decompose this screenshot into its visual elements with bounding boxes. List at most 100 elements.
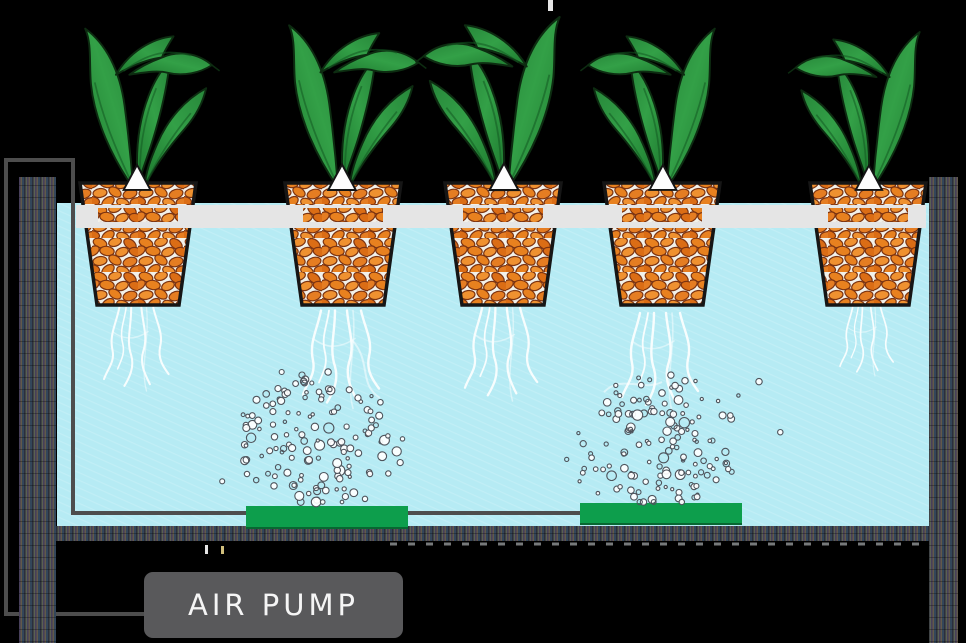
air-bubble (678, 416, 691, 429)
air-bubble (614, 410, 623, 418)
air-bubble (343, 423, 350, 430)
air-bubble (694, 439, 699, 444)
air-bubble (670, 487, 675, 492)
air-bubble (636, 375, 642, 381)
air-bubble (658, 389, 666, 397)
air-pump-label: AIR PUMP (188, 588, 359, 622)
air-bubble (736, 393, 741, 398)
air-bubble (671, 381, 679, 390)
air-bubble (635, 489, 642, 496)
air-bubble (366, 470, 374, 478)
net-pot (807, 181, 929, 307)
air-bubble (564, 456, 570, 463)
air-bubble (349, 488, 359, 498)
air-bubble (643, 395, 650, 403)
air-bubble (279, 449, 285, 455)
air-bubble (669, 444, 676, 450)
air-bubble (369, 393, 374, 399)
air-bubble (691, 429, 699, 438)
air-bubble (680, 453, 687, 461)
air-bubble (637, 381, 645, 389)
air-bubble (283, 389, 292, 397)
air-bubble (298, 431, 306, 439)
air-bubble (577, 479, 582, 484)
net-pot (601, 181, 723, 307)
air-bubble (332, 458, 343, 469)
air-bubble (252, 395, 261, 404)
air-bubble (673, 395, 684, 405)
air-bubble (294, 490, 305, 501)
air-bubble (667, 371, 675, 379)
air-bubble (650, 407, 658, 416)
air-bubble (646, 459, 652, 465)
air-bubble (647, 377, 653, 383)
raft-slot (828, 208, 908, 222)
air-bubble (669, 437, 677, 446)
air-bubble (718, 411, 727, 420)
air-bubble (334, 404, 342, 411)
air-bubble (270, 433, 279, 441)
air-bubble (646, 440, 652, 446)
air-bubble (697, 469, 705, 476)
air-bubble (326, 438, 336, 447)
air-bubble (658, 452, 670, 464)
air-bubble (301, 379, 308, 387)
air-bubble (391, 446, 402, 457)
air-bubble (372, 422, 379, 429)
air-bubble (323, 422, 335, 434)
air-bubble (254, 416, 263, 425)
raft-slot (622, 208, 702, 222)
air-bubble (628, 426, 634, 432)
air-bubble (693, 378, 698, 384)
tank-right-wall (929, 177, 958, 643)
air-bubble (318, 396, 325, 403)
air-bubble (635, 441, 643, 449)
air-stones-layer (246, 503, 742, 529)
air-bubble (620, 448, 629, 457)
air-bubble (274, 384, 282, 393)
air-bubble (317, 481, 326, 490)
air-bubble (330, 408, 338, 415)
air-bubble (680, 411, 686, 416)
air-bubble (344, 469, 352, 477)
air-bubble (636, 498, 643, 506)
air-bubble (352, 434, 359, 441)
air-bubble (665, 416, 676, 427)
air-bubble (269, 400, 277, 408)
air-bubble (341, 486, 347, 492)
raft-slot-layer (98, 208, 908, 222)
air-bubble (613, 390, 619, 396)
plant (288, 24, 428, 191)
air-bubble (361, 495, 369, 503)
air-bubble (252, 476, 260, 484)
air-bubble (630, 396, 638, 404)
raft-slot (98, 208, 178, 222)
net-pot (282, 181, 404, 307)
raft-slot (463, 208, 543, 222)
air-bubble (285, 410, 291, 416)
air-bubble (283, 468, 292, 477)
air-bubble (662, 426, 672, 436)
air-bubble (243, 470, 251, 478)
air-bubble (315, 388, 323, 396)
air-bubble (592, 466, 599, 472)
air-bubble (629, 429, 634, 434)
air-bubble (588, 454, 595, 462)
air-bubble (337, 437, 346, 446)
floating-root-strands (351, 339, 663, 399)
air-bubble (377, 451, 388, 462)
bubble-cluster (564, 371, 784, 506)
air-bubble (576, 430, 581, 436)
air-bubble (302, 446, 312, 456)
air-bubble (659, 410, 666, 417)
air-bubble (278, 368, 285, 376)
air-pump-box: AIR PUMP (144, 572, 403, 638)
air-bubble (339, 499, 345, 505)
air-bubble (243, 443, 249, 448)
air-bubble (335, 474, 344, 483)
air-bubble (678, 498, 686, 506)
air-bubble (276, 396, 286, 406)
air-bubble (703, 471, 711, 479)
